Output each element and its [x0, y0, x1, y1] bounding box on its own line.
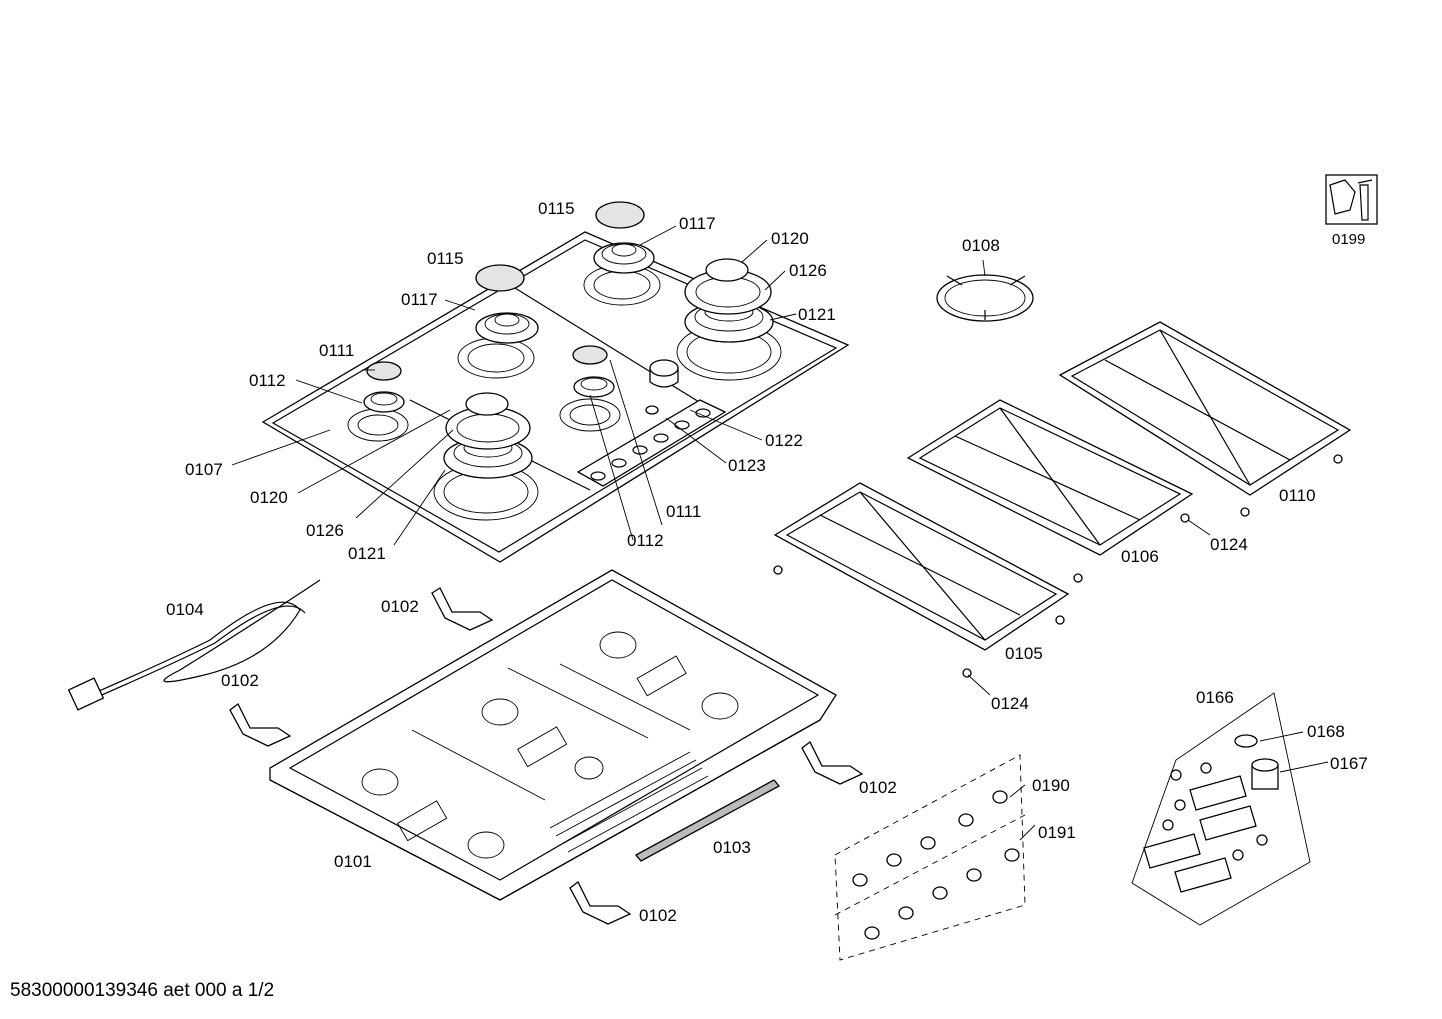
- label-0166: 0166: [1196, 688, 1234, 707]
- label-0117: 0117: [401, 290, 438, 309]
- label-0199: 0199: [1332, 231, 1365, 248]
- label-0117: 0117: [679, 214, 716, 233]
- label-0111: 0111: [666, 502, 701, 521]
- label-0115: 0115: [427, 249, 464, 268]
- burner-caps: [366, 201, 749, 416]
- part-labels: 0115 0117 0115 0120 0126 0117 0121 0111 …: [166, 199, 1368, 925]
- label-0103: 0103: [713, 838, 751, 857]
- label-0104: 0104: [166, 600, 204, 619]
- label-0121: 0121: [798, 305, 836, 324]
- label-0106: 0106: [1121, 547, 1159, 566]
- rubber-feet: [773, 454, 1343, 678]
- wrench-nut-icon: [1325, 174, 1378, 225]
- screw-kit-box: [834, 754, 1026, 961]
- label-0191: 0191: [1038, 823, 1076, 842]
- label-0110: 0110: [1279, 486, 1316, 505]
- label-0190: 0190: [1032, 776, 1070, 795]
- label-0102: 0102: [221, 671, 259, 690]
- label-0121: 0121: [348, 544, 386, 563]
- base-tray: [269, 569, 837, 901]
- label-0107: 0107: [185, 460, 223, 479]
- pan-support-0110: [1058, 321, 1352, 496]
- pan-support-0106: [906, 399, 1194, 556]
- label-0102: 0102: [639, 906, 677, 925]
- label-0101: 0101: [334, 852, 372, 871]
- label-0105: 0105: [1005, 644, 1043, 663]
- screws: [852, 790, 1020, 940]
- label-0112: 0112: [249, 371, 286, 390]
- label-0115: 0115: [538, 199, 575, 218]
- label-0168: 0168: [1307, 722, 1345, 741]
- leader-lines: [231, 225, 1329, 841]
- label-0120: 0120: [250, 488, 288, 507]
- label-0124: 0124: [991, 694, 1029, 713]
- label-0167: 0167: [1330, 754, 1368, 773]
- label-0124: 0124: [1210, 535, 1248, 554]
- label-0126: 0126: [306, 521, 344, 540]
- mounting-clips: [229, 587, 864, 925]
- label-0126: 0126: [789, 261, 827, 280]
- wok-ring: [936, 274, 1034, 322]
- label-0102: 0102: [381, 597, 419, 616]
- label-0122: 0122: [765, 431, 803, 450]
- accessory-kit-box: [1131, 692, 1311, 926]
- power-cable: [67, 579, 321, 711]
- label-0111: 0111: [319, 341, 354, 360]
- seal-strip: [634, 779, 781, 862]
- label-0112: 0112: [627, 531, 664, 550]
- vent-holes: [549, 751, 709, 853]
- label-0108: 0108: [962, 236, 1000, 255]
- document-id: 58300000139346 aet 000 a 1/2: [10, 980, 275, 1001]
- pan-support-0105: [773, 482, 1070, 651]
- control-knob: [645, 359, 679, 415]
- burner-heads: [363, 242, 774, 479]
- label-0123: 0123: [728, 456, 766, 475]
- accessory-parts: [1143, 734, 1279, 893]
- label-0102: 0102: [859, 778, 897, 797]
- label-0120: 0120: [771, 229, 809, 248]
